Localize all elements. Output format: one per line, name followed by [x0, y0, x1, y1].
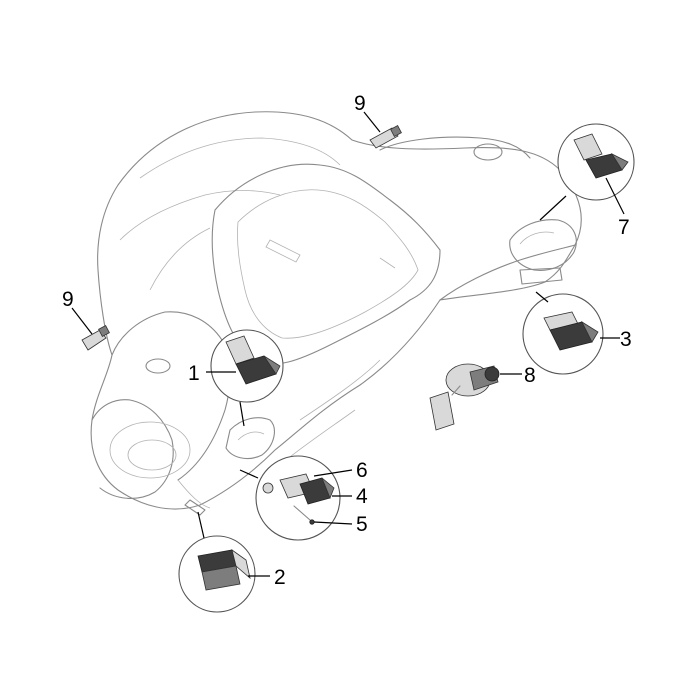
callout-3: 3: [620, 328, 632, 351]
part-2-switch-group: 2: [178, 511, 286, 613]
callout-7: 7: [618, 216, 630, 239]
callout-2: 2: [274, 566, 286, 589]
part-7-switch-group: 7: [539, 123, 635, 239]
callout-4: 4: [356, 485, 368, 508]
callout-1: 1: [188, 362, 200, 385]
part-1-switch-group: 1: [188, 329, 284, 427]
part-9-bulb-top: 9: [354, 92, 402, 149]
part-8-ignition-lock: 8: [429, 363, 536, 431]
callout-8: 8: [524, 364, 536, 387]
callout-5: 5: [356, 513, 368, 536]
part-4-5-6-switch-assembly: 6 4 5: [239, 455, 368, 541]
handlebar-housing: [90, 111, 582, 516]
part-9-bulb-left: 9: [62, 288, 110, 351]
callout-9-top: 9: [354, 92, 366, 115]
callout-9-left: 9: [62, 288, 74, 311]
callout-6: 6: [356, 459, 368, 482]
part-3-switch-group: 3: [522, 291, 632, 375]
